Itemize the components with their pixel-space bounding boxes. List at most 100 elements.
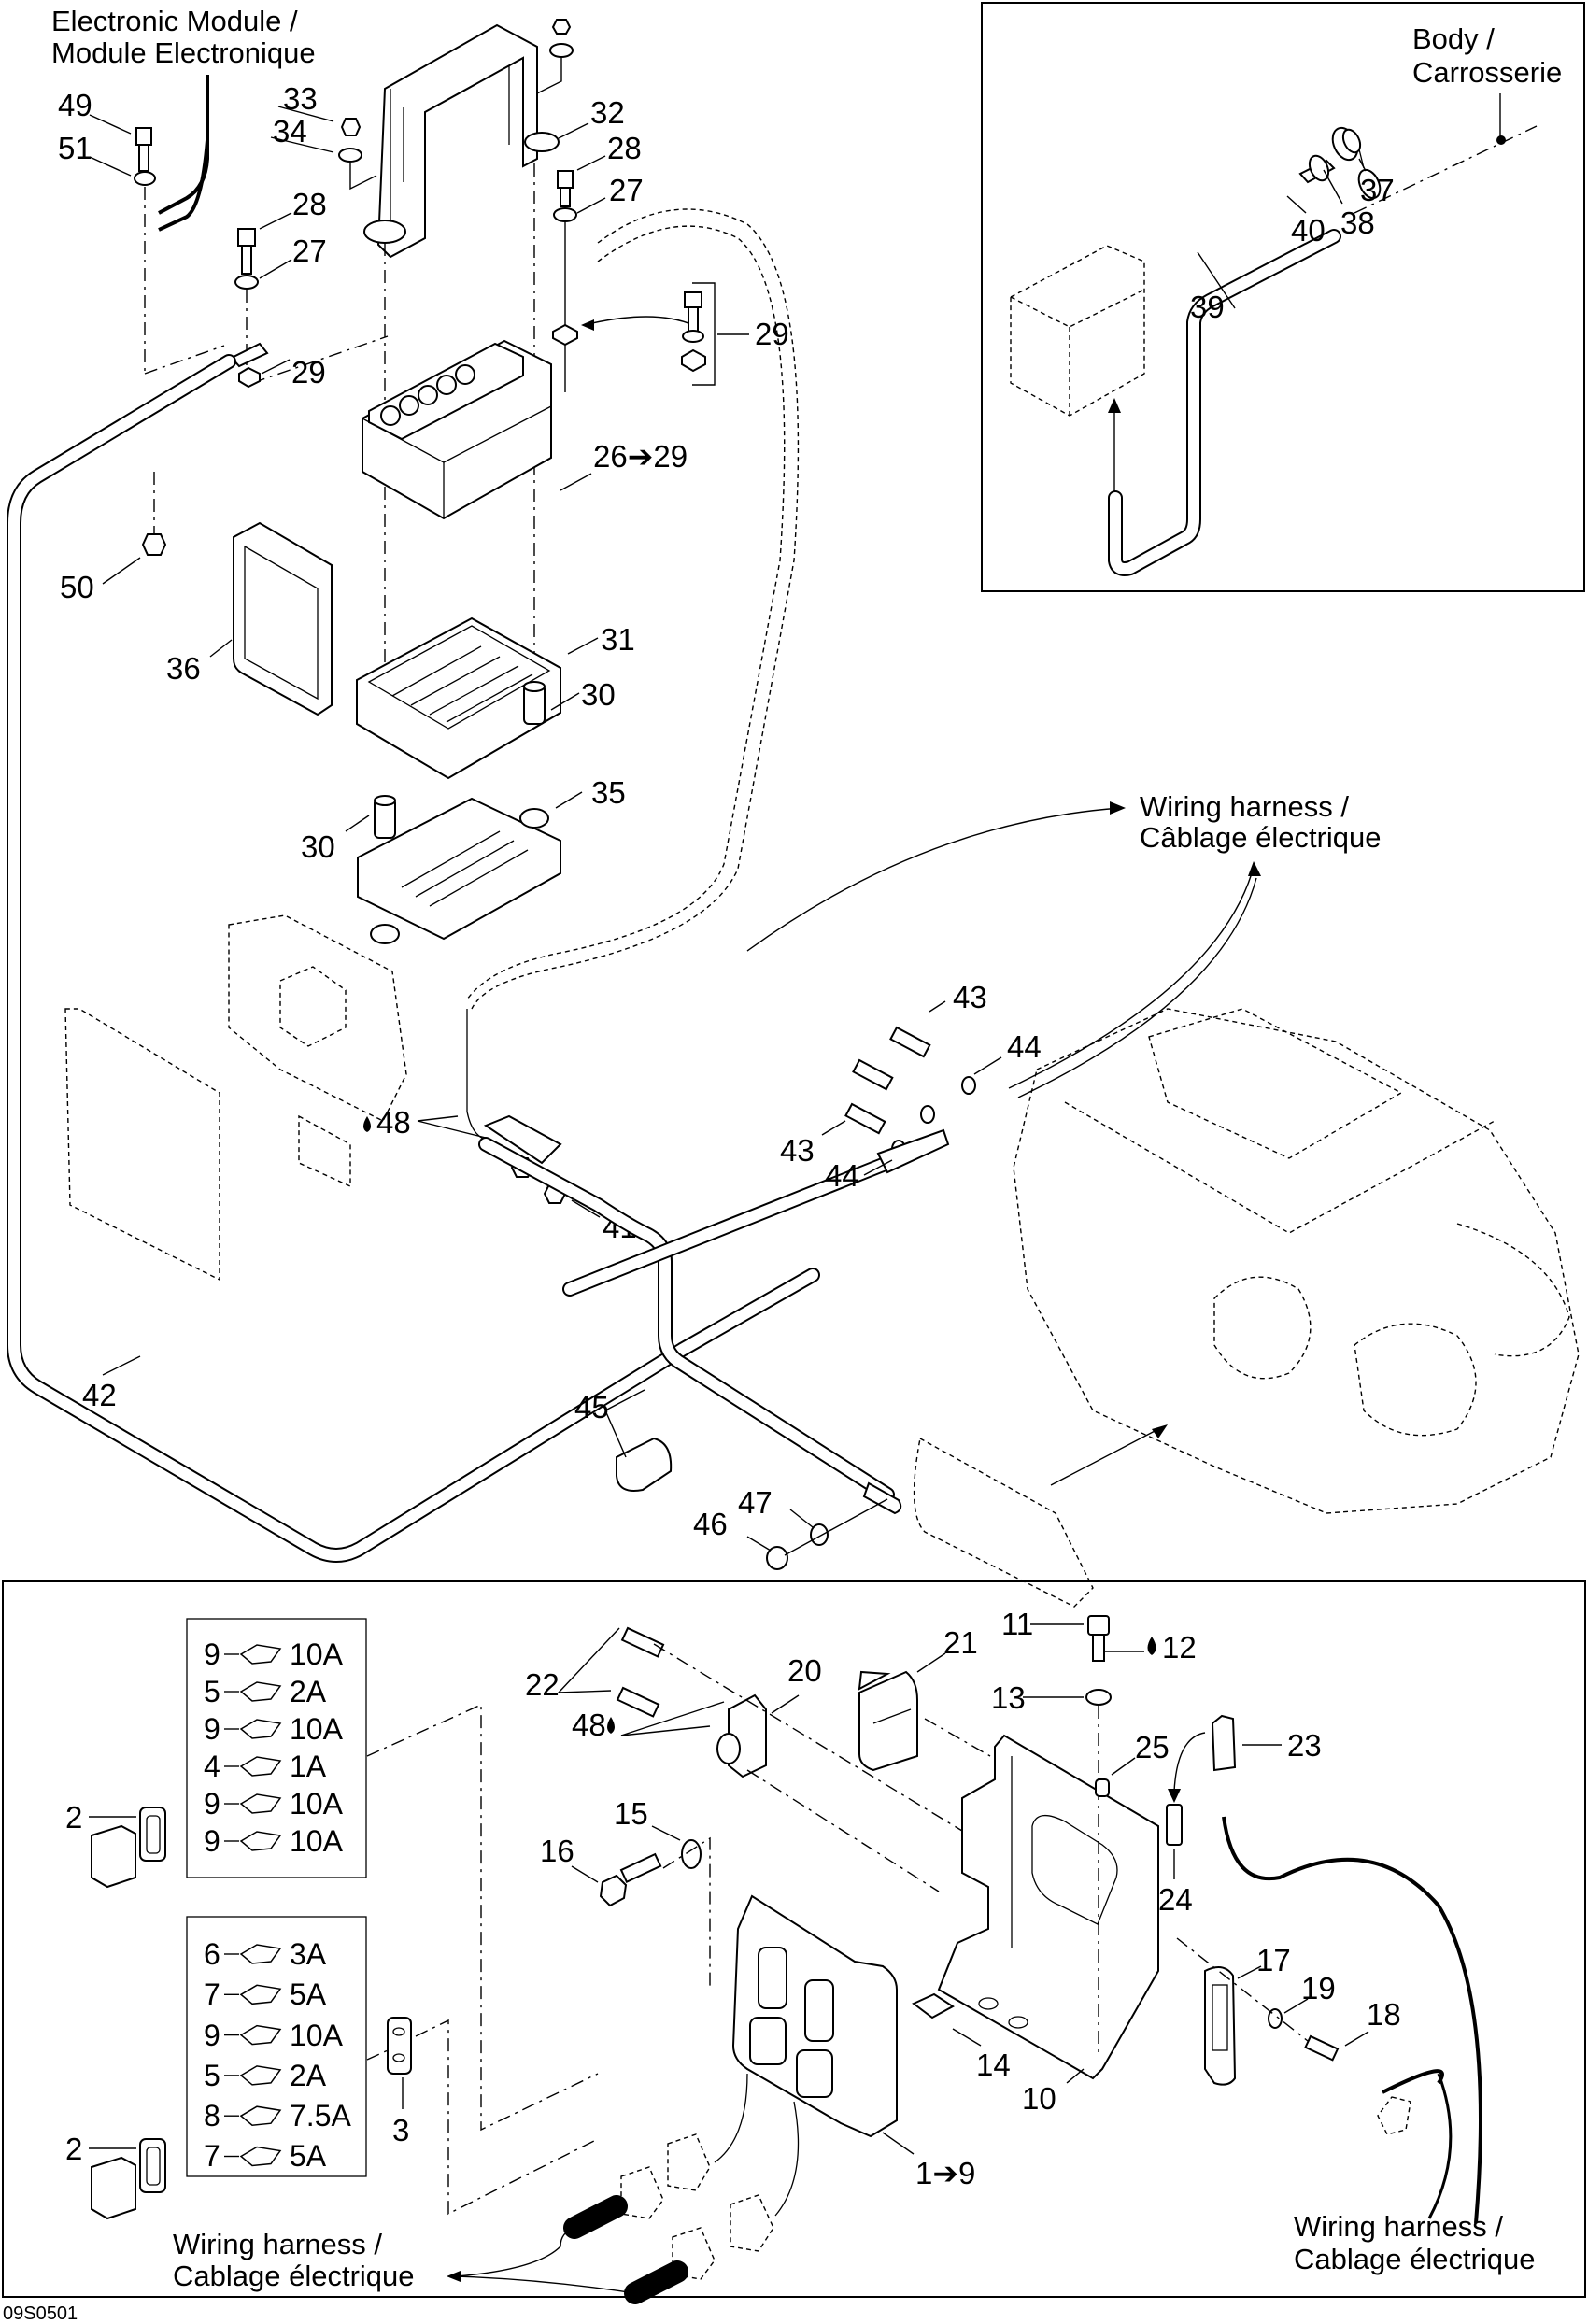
fuse-row: 9 10A <box>204 1637 344 1671</box>
fastener-28-27-left: 28 27 <box>234 187 327 383</box>
callout-43-bottom: 43 <box>780 1133 815 1168</box>
bolt-18 <box>1304 2034 1340 2062</box>
wiring-harness-bottom-right-note: Wiring harness / Cablage électrique <box>1294 2210 1536 2275</box>
fuse-ref: 6 <box>204 1937 220 1971</box>
fuse-rating: 1A <box>290 1750 327 1783</box>
wiring-harness-bottom-left-note: Wiring harness / Cablage électrique <box>173 2227 636 2294</box>
callout-50: 50 <box>60 570 94 604</box>
nut-46 <box>766 1546 788 1570</box>
callout-38: 38 <box>1340 205 1375 240</box>
ecu-module: 1➔9 <box>563 1894 975 2304</box>
fuse-ref: 4 <box>204 1750 220 1783</box>
callout-29-left: 29 <box>291 355 326 390</box>
electronic-module-note-line2: Module Electronique <box>51 36 316 69</box>
callout-32: 32 <box>590 95 625 130</box>
fuse-rating: 3A <box>290 1937 327 1971</box>
callout-27-left: 27 <box>292 234 327 268</box>
callout-15: 15 <box>614 1796 648 1831</box>
fuse-rating: 10A <box>290 1637 344 1671</box>
body-note-line1: Body / <box>1412 22 1495 55</box>
blade-fuse-icon <box>224 1944 282 1964</box>
fuse-rating: 2A <box>290 2059 327 2092</box>
fastener-15-16: 15 16 <box>540 1796 711 1990</box>
callout-28-right: 28 <box>607 131 642 165</box>
ecu-ghost <box>64 914 407 1282</box>
vent-tube <box>1108 229 1341 576</box>
clip-24 <box>1166 1804 1183 1846</box>
drawing-code: 09S0501 <box>3 2303 78 2324</box>
fuse-rating: 5A <box>290 2139 327 2173</box>
callout-45: 45 <box>574 1390 609 1424</box>
bolt-49 <box>135 127 152 146</box>
callout-33: 33 <box>283 81 318 116</box>
engine-ground-bolts: 43 44 43 44 <box>562 980 1042 1297</box>
callout-10: 10 <box>1022 2081 1056 2116</box>
starter-motor-group: 45 47 46 <box>574 1389 1168 1608</box>
sensor-connector-group: 25 24 23 <box>1095 1714 1482 2224</box>
fuse-rating: 10A <box>290 1824 344 1858</box>
fuse-ref: 5 <box>204 2059 220 2092</box>
fuse-row: 9 10A <box>204 1824 344 1858</box>
callout-18: 18 <box>1367 1997 1401 2032</box>
mounting-bracket-10: 10 <box>937 1734 1159 2116</box>
fuse-ref: 9 <box>204 1637 220 1671</box>
clip-14: 14 <box>912 1992 1011 2082</box>
battery-cover-36: 36 <box>166 521 333 716</box>
blade-fuse-icon <box>224 1793 282 1814</box>
callout-23: 23 <box>1287 1728 1322 1763</box>
battery-ghost <box>1010 245 1145 417</box>
wiring-harness-bl-line2: Cablage électrique <box>173 2260 415 2292</box>
blade-fuse-icon <box>224 1831 282 1851</box>
left-terminal-29: 29 <box>144 335 389 390</box>
callout-27-right: 27 <box>609 173 644 207</box>
callout-47: 47 <box>738 1485 773 1520</box>
washer-19 <box>1268 2008 1283 2029</box>
fuse-row: 5 2A <box>204 1675 327 1708</box>
blade-fuse-icon <box>224 2065 282 2086</box>
washer-34 <box>338 148 362 163</box>
nut-50: 50 <box>60 472 167 604</box>
callout-30-left: 30 <box>301 829 335 864</box>
engine-ghost <box>1013 1008 1580 1514</box>
callout-17: 17 <box>1256 1943 1291 1977</box>
blade-fuse-icon <box>224 1719 282 1739</box>
bolt-16 <box>599 1874 628 1907</box>
arrow-up-icon <box>1108 398 1121 413</box>
connector-23 <box>1211 1714 1237 1772</box>
clamp-40 <box>1357 168 1382 200</box>
strap-3: 3 <box>366 2017 599 2216</box>
washer-47 <box>810 1523 829 1546</box>
wiring-harness-top-line2: Câblage électrique <box>1140 821 1382 854</box>
sensor-17-group: 17 19 18 <box>1176 1937 1401 2086</box>
relay-2-bottom: 2 <box>65 2132 166 2220</box>
callout-44-bottom: 44 <box>825 1158 859 1193</box>
callout-2-top-label: 2 <box>65 1800 82 1835</box>
fuse-ref: 9 <box>204 2019 220 2052</box>
arrow-left-icon <box>581 319 594 331</box>
blade-fuse-icon <box>224 1984 282 2005</box>
washer-51 <box>134 171 156 186</box>
blade-fuse-icon <box>224 1681 282 1702</box>
fuse-rating: 7.5A <box>290 2099 351 2133</box>
callout-16: 16 <box>540 1834 574 1868</box>
fuse-ref: 9 <box>204 1712 220 1746</box>
electronic-module-note-line1: Electronic Module / <box>51 5 298 37</box>
fuse-rating: 10A <box>290 2019 344 2052</box>
spacers-30: 30 30 <box>301 677 616 864</box>
fuse-box-1: 9 10A 5 2A 9 10A 4 1A 9 10A 9 10A <box>186 1618 367 1878</box>
callout-25: 25 <box>1135 1730 1170 1764</box>
washer-15 <box>681 1839 702 1869</box>
fuse-ref: 7 <box>204 2139 220 2173</box>
callout-39: 39 <box>1190 290 1225 324</box>
blade-fuse-icon <box>224 1756 282 1777</box>
fuse-rating: 10A <box>290 1712 344 1746</box>
fastener-11-12-13: 11 12 13 <box>991 1607 1197 2055</box>
ground-bolt-group: Electronic Module / Module Electronique … <box>51 5 316 374</box>
callout-30-right: 30 <box>581 677 616 712</box>
pin-25 <box>1095 1778 1110 1797</box>
callout-48-top: 48 <box>376 1105 411 1140</box>
hardware-kit-29: 29 <box>681 282 789 386</box>
threadlocker-drop-icon <box>607 1717 615 1734</box>
threadlocker-drop-icon <box>363 1116 371 1132</box>
